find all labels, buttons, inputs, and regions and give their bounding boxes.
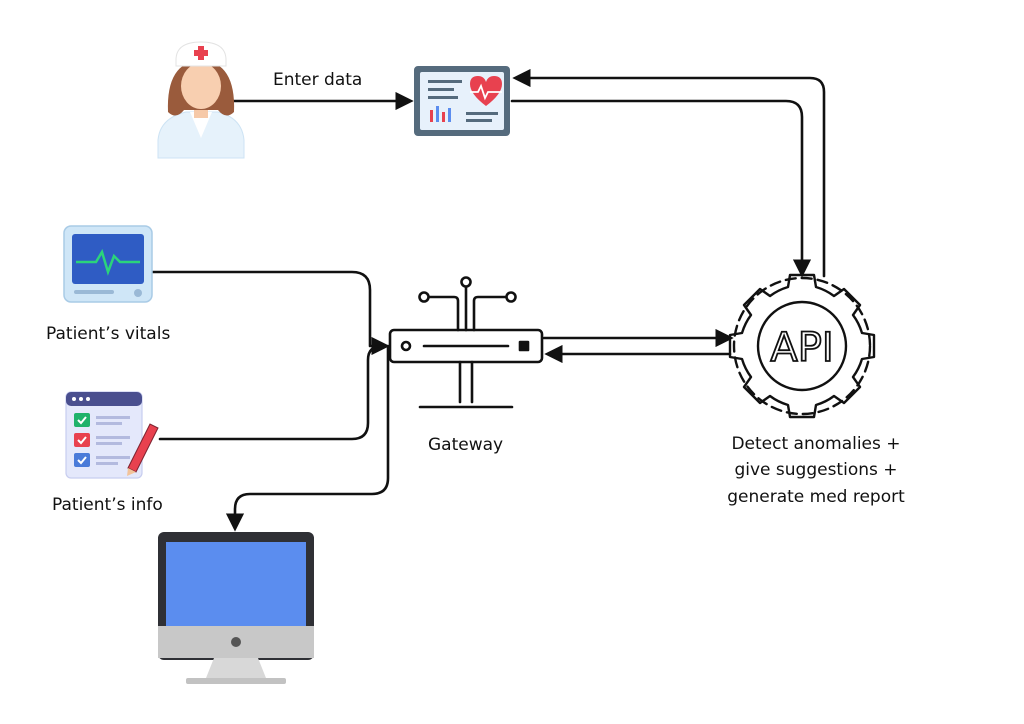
edge-label-enter-data: Enter data [273,70,363,90]
router-gateway-icon [388,276,544,409]
gateway-label: Gateway [428,435,504,455]
connectors [150,68,826,532]
vitals-label: Patient’s vitals [46,324,171,344]
edge-tablet-to-api [510,99,812,278]
api-description-line-1: Detect anomalies + [731,434,901,454]
api-label: API [770,325,833,371]
api-gear-icon [728,273,876,419]
edge-api-to-tablet [512,68,826,278]
api-description-line-2: give suggestions + [734,460,898,480]
edge-info-to-gateway [158,344,384,441]
health-tablet-icon [414,66,510,136]
desktop-monitor-icon [158,532,314,684]
api-description-line-3: generate med report [727,487,905,507]
edge-gateway-to-display [225,344,390,532]
vitals-monitor-icon [63,225,153,303]
info-label: Patient’s info [52,495,163,515]
edge-vitals-to-gateway [150,270,390,356]
clipboard-checklist-icon [65,391,159,479]
nurse-icon [157,41,245,159]
